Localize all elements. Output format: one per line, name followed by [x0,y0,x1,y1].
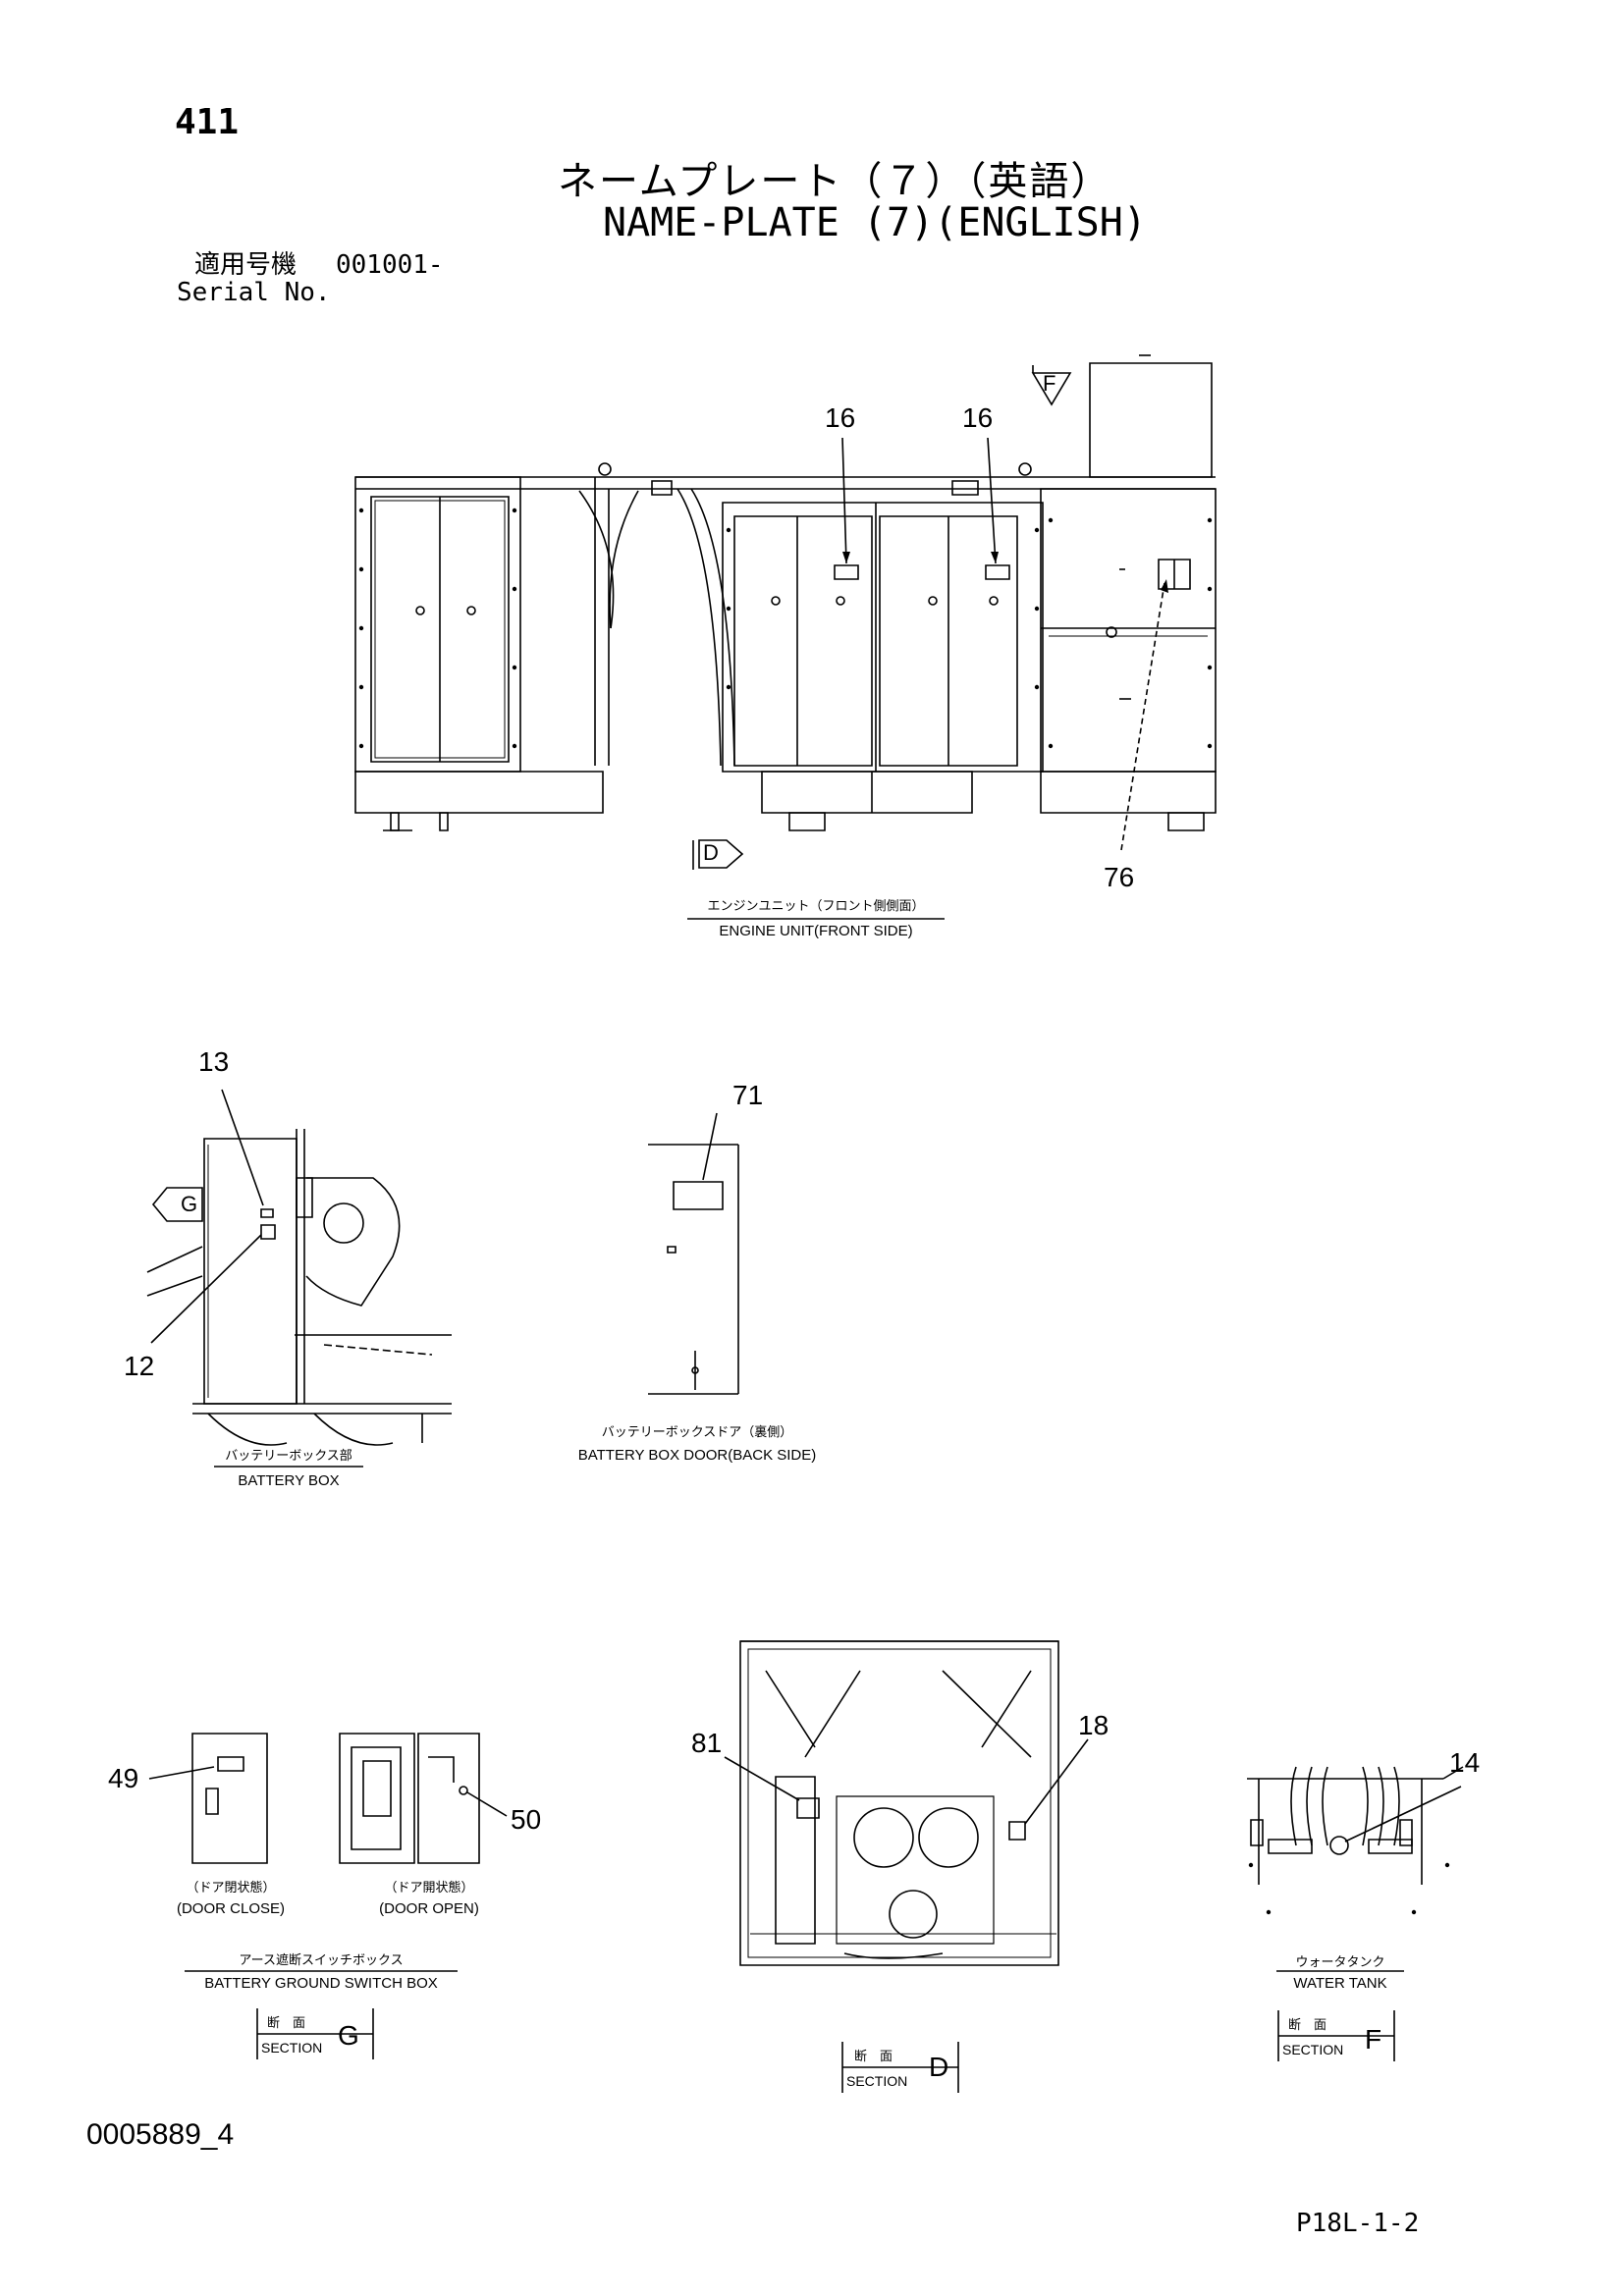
section-d-en: SECTION [846,2073,908,2089]
ground-switch-caption-en: BATTERY GROUND SWITCH BOX [204,1975,438,1992]
section-f-jp: 断 面 [1288,2018,1327,2033]
name-plate-14 [1330,1837,1348,1854]
name-plate-12 [261,1225,275,1239]
battery-box-caption-en: BATTERY BOX [238,1472,340,1489]
callout-50: 50 [511,1804,542,1835]
battery-door-caption-jp: バッテリーボックスドア（裏側） [601,1425,793,1440]
door-close-caption-jp: （ドア閉状態） [186,1881,276,1896]
section-d-jp: 断 面 [854,2050,893,2064]
section-mark-g-label: G [181,1192,198,1216]
name-plate-16-right [986,565,1009,579]
callout-18: 18 [1078,1710,1110,1740]
name-plate-71 [674,1182,723,1209]
section-d-letter: D [929,2052,949,2082]
title-japanese: ネームプレート（７）（英語） [558,159,1112,204]
name-plate-81 [797,1798,819,1818]
name-plate-16-left [835,565,858,579]
battery-door-caption-en: BATTERY BOX DOOR(BACK SIDE) [577,1447,817,1464]
page-number: 411 [175,102,240,142]
callout-76: 76 [1104,862,1135,892]
door-close-caption-en: (DOOR CLOSE) [176,1900,285,1917]
battery-box-caption-jp: バッテリーボックス部 [225,1449,352,1464]
water-tank-caption-en: WATER TANK [1293,1975,1387,1992]
ground-switch-box-view [149,1734,507,2059]
callout-16-left: 16 [825,402,856,433]
name-plate-13 [261,1209,273,1217]
battery-box-door-view [648,1113,738,1394]
door-open-caption-jp: （ドア開状態） [384,1881,474,1896]
callout-13: 13 [198,1046,230,1077]
serial-label-english: Serial No. [177,278,331,307]
section-mark-f-label: F [1043,371,1056,396]
section-mark-d-label: D [703,840,719,865]
section-d-view [725,1641,1088,2093]
title-english: NAME-PLATE (7)(ENGLISH) [603,200,1147,245]
callout-16-right: 16 [962,402,994,433]
name-plate-18 [1009,1822,1025,1840]
callout-81: 81 [691,1728,723,1758]
callout-49: 49 [108,1763,139,1793]
door-open-caption-en: (DOOR OPEN) [379,1900,479,1917]
water-tank-caption-jp: ウォータタンク [1295,1955,1385,1970]
section-g-en: SECTION [261,2040,323,2056]
water-tank-view [1247,1767,1463,2061]
serial-label-japanese: 適用号機 [194,250,298,280]
ground-switch-caption-jp: アース遮断スイッチボックス [239,1953,404,1968]
callout-71: 71 [732,1080,764,1110]
engine-unit-caption-en: ENGINE UNIT(FRONT SIDE) [719,923,913,939]
section-f-en: SECTION [1282,2042,1344,2057]
engine-unit-view [355,355,1216,919]
name-plate-49 [218,1757,244,1771]
sheet-reference: P18L-1-2 [1296,2209,1420,2238]
callout-14: 14 [1449,1747,1481,1778]
section-g-jp: 断 面 [267,2016,306,2031]
section-f-letter: F [1365,2024,1382,2055]
section-g-letter: G [338,2020,359,2051]
engine-unit-caption-jp: エンジンユニット（フロント側側面） [707,899,925,914]
callout-12: 12 [124,1351,155,1381]
serial-value: 001001- [336,250,444,280]
battery-box-view [147,1090,452,1467]
drawing-id: 0005889_4 [86,2118,235,2151]
